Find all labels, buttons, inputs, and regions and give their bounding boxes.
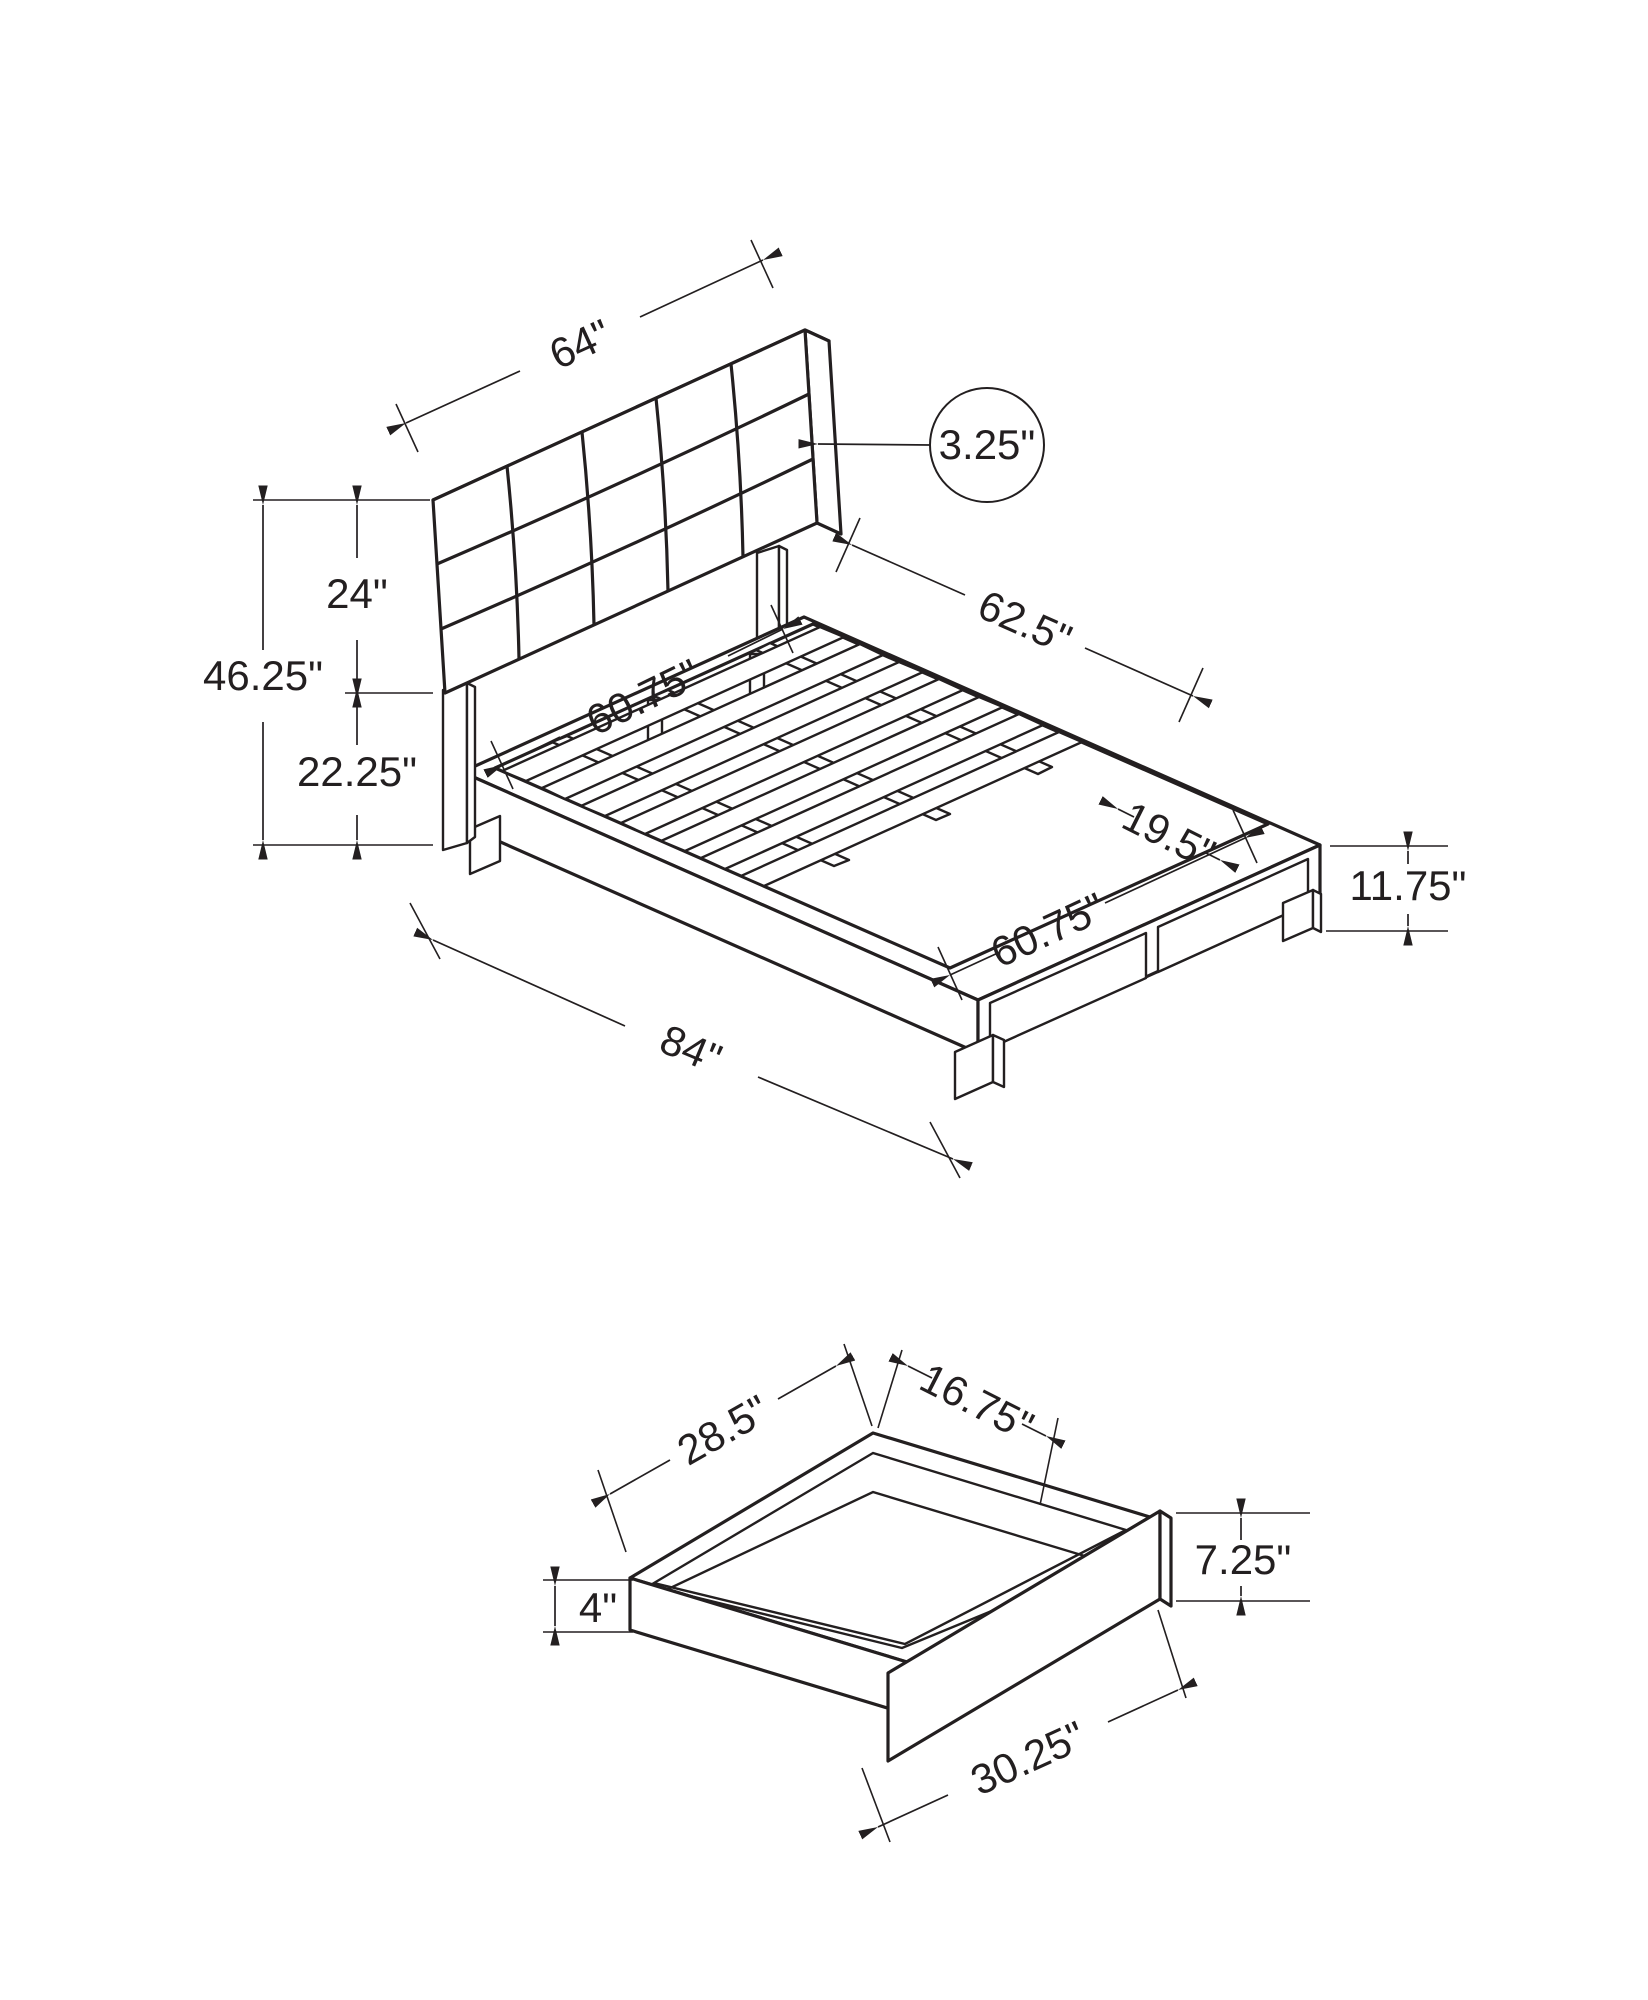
storage-drawer-front-left <box>988 931 1148 1050</box>
drawer-front-panel-edge <box>1158 1509 1173 1608</box>
dimension-headboard-thickness: 3.25" <box>798 387 1045 503</box>
dim-label-drawer-box-width: 28.5" <box>669 1386 776 1475</box>
dimension-headboard-panel-height: 24" <box>326 485 388 708</box>
dimension-base-height: 11.75" <box>1326 831 1467 946</box>
platform-foot-face <box>976 843 1322 1055</box>
dimension-platform-top-height: 22.25" <box>297 678 417 860</box>
dim-label-headboard-panel-height: 24" <box>326 570 388 617</box>
dim-label-drawer-side-height: 4" <box>579 1584 617 1631</box>
headboard-tufting-grid <box>436 363 814 660</box>
bed-frame-view: 64" 3.25" 24" 46.25" 22.25" <box>203 239 1467 1179</box>
dim-label-drawer-box-depth: 16.75" <box>913 1354 1041 1450</box>
dimension-overall-height: 46.25" <box>203 485 323 860</box>
dim-label-headboard-width: 64" <box>542 310 618 378</box>
storage-drawer-view: 28.5" 16.75" 4" 7.25" <box>543 1343 1310 1843</box>
dim-label-drawer-front-width: 30.25" <box>964 1712 1093 1805</box>
dim-label-headboard-thickness: 3.25" <box>939 421 1036 468</box>
dim-label-frame-length: 62.5" <box>971 581 1078 663</box>
drawer-box <box>628 1431 1173 1763</box>
headboard <box>431 328 843 695</box>
dim-label-overall-length: 84" <box>653 1015 728 1082</box>
dimension-drawer-front-height: 7.25" <box>1176 1498 1310 1616</box>
dim-label-platform-top-height: 22.25" <box>297 748 417 795</box>
dim-label-drawer-front-height: 7.25" <box>1195 1536 1292 1583</box>
mattress-slats <box>500 625 1084 888</box>
dim-label-base-height: 11.75" <box>1350 862 1467 909</box>
headboard-near-post <box>441 681 477 852</box>
platform-legs <box>468 814 1323 1101</box>
dim-label-overall-height: 46.25" <box>203 652 323 699</box>
dimension-drawer-side-height: 4" <box>543 1566 633 1646</box>
